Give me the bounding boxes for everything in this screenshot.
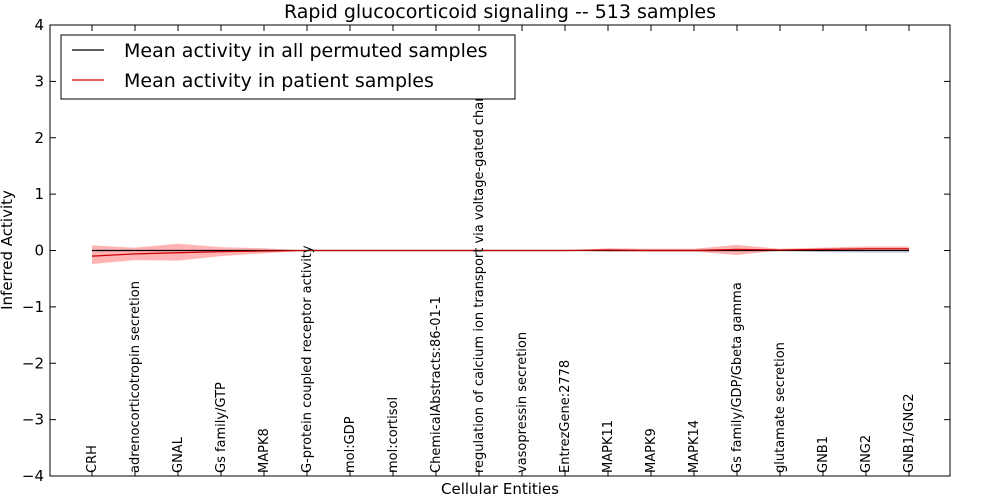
x-tick-label: MAPK9 — [644, 428, 659, 473]
y-tick-label: 1 — [34, 185, 44, 203]
y-tick-label: −3 — [22, 411, 44, 429]
legend-label-permuted: Mean activity in all permuted samples — [124, 40, 487, 62]
x-tick-label: mol:GDP — [343, 416, 358, 473]
y-tick-label: −1 — [22, 298, 44, 316]
x-tick-label: GNB1 — [816, 436, 831, 473]
x-axis-label: Cellular Entities — [441, 480, 559, 498]
y-tick-label: 4 — [34, 16, 44, 34]
x-tick-label: GNG2 — [859, 435, 874, 473]
x-tick-label: G-protein coupled receptor activity — [300, 245, 315, 473]
y-tick-label: 3 — [34, 72, 44, 90]
bands-layer — [92, 243, 909, 265]
y-ticks: −4 −3 −2 −1 0 1 2 3 4 — [22, 16, 950, 485]
x-tick-label: MAPK11 — [601, 420, 616, 473]
series-1-band — [92, 243, 909, 265]
x-tick-label: GNB1/GNG2 — [902, 393, 917, 473]
lines-layer — [91, 248, 909, 257]
x-tick-label: EntrezGene:2778 — [558, 360, 573, 473]
x-tick-label: Gs family/GDP/Gbeta gamma — [730, 282, 745, 473]
legend-box — [60, 34, 516, 100]
x-tick-label: MAPK8 — [257, 428, 272, 473]
y-tick-label: −2 — [22, 354, 44, 372]
x-tick-label: vasopressin secretion — [515, 332, 530, 473]
y-tick-label: 2 — [34, 129, 44, 147]
x-tick-label: regulation of calcium ion transport via … — [472, 74, 487, 473]
x-tick-label: CRH — [85, 445, 100, 473]
x-tick-label: MAPK14 — [687, 420, 702, 473]
x-tick-label: Gs family/GTP — [214, 382, 229, 473]
legend: Mean activity in all permuted samples Me… — [60, 34, 516, 100]
y-tick-label: 0 — [34, 242, 44, 260]
y-tick-label: −4 — [22, 467, 44, 485]
chart-title: Rapid glucocorticoid signaling -- 513 sa… — [284, 1, 716, 23]
y-axis-label: Inferred Activity — [0, 190, 16, 310]
x-tick-label: GNAL — [171, 436, 186, 473]
x-tick-label: glutamate secretion — [773, 342, 788, 473]
x-tick-label: adrenocorticotropin secretion — [128, 281, 143, 473]
series-1-line — [91, 248, 909, 257]
x-tick-label: mol:cortisol — [386, 397, 401, 473]
x-tick-label: ChemicalAbstracts:86-01-1 — [429, 296, 444, 473]
legend-label-patient: Mean activity in patient samples — [124, 70, 434, 92]
